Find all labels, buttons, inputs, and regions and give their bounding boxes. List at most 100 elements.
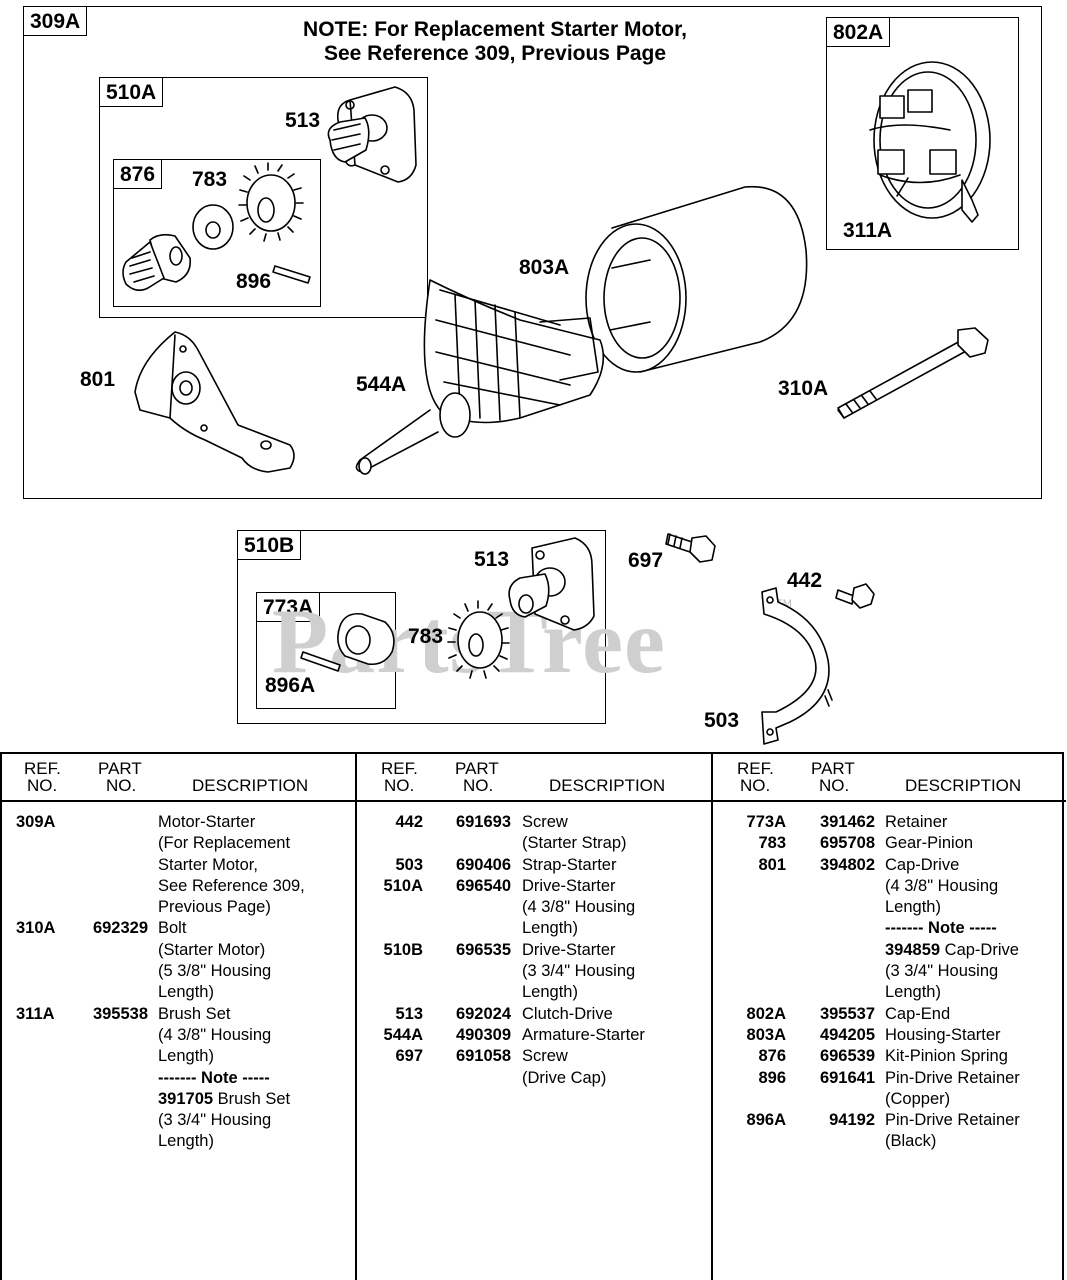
table-row: (4 3/8" Housing bbox=[357, 897, 713, 918]
clutch-drive-513-illustration bbox=[327, 86, 417, 183]
assembly-frame-802a bbox=[826, 17, 1019, 250]
alternate-part-number: 391705 bbox=[158, 1089, 214, 1108]
callout-801: 801 bbox=[80, 368, 116, 391]
ref-number: 876 bbox=[758, 1047, 786, 1066]
callout-311a: 311A bbox=[843, 219, 893, 242]
assembly-frame-510b bbox=[237, 530, 606, 724]
part-number: 490309 bbox=[455, 1025, 511, 1044]
pinion-spring-kit-876-illustration bbox=[122, 233, 192, 292]
ref-number: 442 bbox=[395, 813, 423, 831]
callout-513: 513 bbox=[285, 109, 321, 132]
end-cap-802a-illustration bbox=[869, 61, 991, 223]
part-description: ------- Note ----- bbox=[158, 1068, 270, 1087]
part-description: Previous Page) bbox=[158, 898, 271, 917]
part-description: (Drive Cap) bbox=[522, 1068, 607, 1087]
part-description: 391705 Brush Set bbox=[158, 1089, 290, 1110]
part-description: Length) bbox=[522, 983, 578, 1002]
ref-number: 510B bbox=[383, 940, 423, 959]
part-description: Cap-End bbox=[885, 1004, 951, 1023]
part-description: Clutch-Drive bbox=[522, 1004, 613, 1023]
part-description: Screw bbox=[522, 1047, 568, 1066]
table-row: (Starter Strap) bbox=[357, 833, 713, 854]
part-description: Starter Motor, bbox=[158, 855, 258, 874]
header-part-line1: PART bbox=[98, 759, 142, 778]
table-row: (3 3/4" Housing bbox=[357, 961, 713, 982]
table-row: (Starter Motor) bbox=[2, 940, 355, 961]
callout-310a: 310A bbox=[778, 377, 829, 400]
table-row: Length) bbox=[357, 982, 713, 1003]
part-description: Housing-Starter bbox=[885, 1025, 1001, 1044]
part-description: Length) bbox=[522, 919, 578, 938]
ref-number: 311A bbox=[16, 1004, 55, 1023]
part-description: Retainer bbox=[885, 813, 948, 831]
ref-tag-773a: 773A bbox=[257, 593, 321, 622]
part-description: Drive-Starter bbox=[522, 876, 616, 895]
part-description: (4 3/8" Housing bbox=[522, 898, 636, 917]
ref-number: 513 bbox=[395, 1004, 423, 1023]
part-description: Length) bbox=[885, 983, 941, 1002]
table-row: (4 3/8" Housing bbox=[2, 1025, 355, 1046]
part-number: 690406 bbox=[455, 855, 511, 874]
part-number: 691641 bbox=[819, 1068, 875, 1087]
part-number: 94192 bbox=[829, 1111, 875, 1130]
table-row: (Drive Cap) bbox=[357, 1068, 713, 1089]
table-row: 442 691693 Screw bbox=[357, 812, 713, 833]
ref-number: 503 bbox=[395, 855, 423, 874]
callout-503: 503 bbox=[704, 709, 740, 732]
part-description: Length) bbox=[885, 898, 941, 917]
table-row: Length) bbox=[2, 982, 355, 1003]
part-description: Cap-Drive bbox=[885, 855, 960, 874]
part-description: Brush Set bbox=[158, 1004, 231, 1023]
table-row: Length) bbox=[713, 897, 1066, 918]
table-row: (Black) bbox=[713, 1131, 1066, 1152]
part-description: (Black) bbox=[885, 1132, 937, 1151]
pin-896a-illustration bbox=[300, 651, 341, 672]
part-description: Bolt bbox=[158, 919, 187, 938]
table-row: (For Replacement bbox=[2, 833, 355, 854]
part-description: Pin-Drive Retainer bbox=[885, 1068, 1020, 1087]
screw-442-illustration bbox=[835, 583, 875, 609]
ref-tag-309a: 309A bbox=[24, 7, 88, 36]
part-description: Screw bbox=[522, 813, 568, 831]
part-description: Length) bbox=[158, 1132, 214, 1151]
callout-697: 697 bbox=[628, 549, 664, 572]
header-part-line1: PART bbox=[455, 759, 499, 778]
ref-number: 773A bbox=[746, 813, 786, 831]
header-ref-line1: REF. bbox=[737, 759, 774, 778]
note-line-1: NOTE: For Replacement Starter Motor, bbox=[303, 18, 687, 41]
table-row: Length) bbox=[2, 1131, 355, 1152]
ref-tag-876: 876 bbox=[114, 160, 163, 189]
header-part-line2: NO. bbox=[819, 776, 850, 795]
part-description: (3 3/4" Housing bbox=[522, 962, 636, 981]
part-description: (Copper) bbox=[885, 1089, 951, 1108]
table-header: REF. NO. PART NO. DESCRIPTION bbox=[713, 754, 1066, 802]
alternate-part-number: 394859 bbox=[885, 940, 941, 959]
table-row: Length) bbox=[713, 982, 1066, 1003]
bolt-310a-illustration bbox=[837, 327, 989, 419]
part-number: 691058 bbox=[455, 1047, 511, 1066]
table-row: 391705 Brush Set bbox=[2, 1089, 355, 1110]
header-description: DESCRIPTION bbox=[905, 776, 1022, 795]
table-row: 394859 Cap-Drive bbox=[713, 940, 1066, 961]
part-number: 691693 bbox=[455, 813, 511, 831]
exploded-view-frame-309a bbox=[23, 6, 1042, 499]
header-part-line2: NO. bbox=[463, 776, 494, 795]
part-description: (4 3/8" Housing bbox=[158, 1025, 272, 1044]
part-description: Gear-Pinion bbox=[885, 834, 974, 853]
ref-number: 802A bbox=[746, 1004, 786, 1023]
gear-pinion-783-illustration bbox=[238, 162, 304, 242]
ref-tag-510b: 510B bbox=[238, 531, 302, 560]
callout-442: 442 bbox=[787, 569, 823, 592]
part-description: (Starter Strap) bbox=[522, 834, 627, 853]
description-text: Brush Set bbox=[213, 1089, 291, 1108]
part-description: (5 3/8" Housing bbox=[158, 962, 272, 981]
part-description: (4 3/8" Housing bbox=[885, 876, 999, 895]
